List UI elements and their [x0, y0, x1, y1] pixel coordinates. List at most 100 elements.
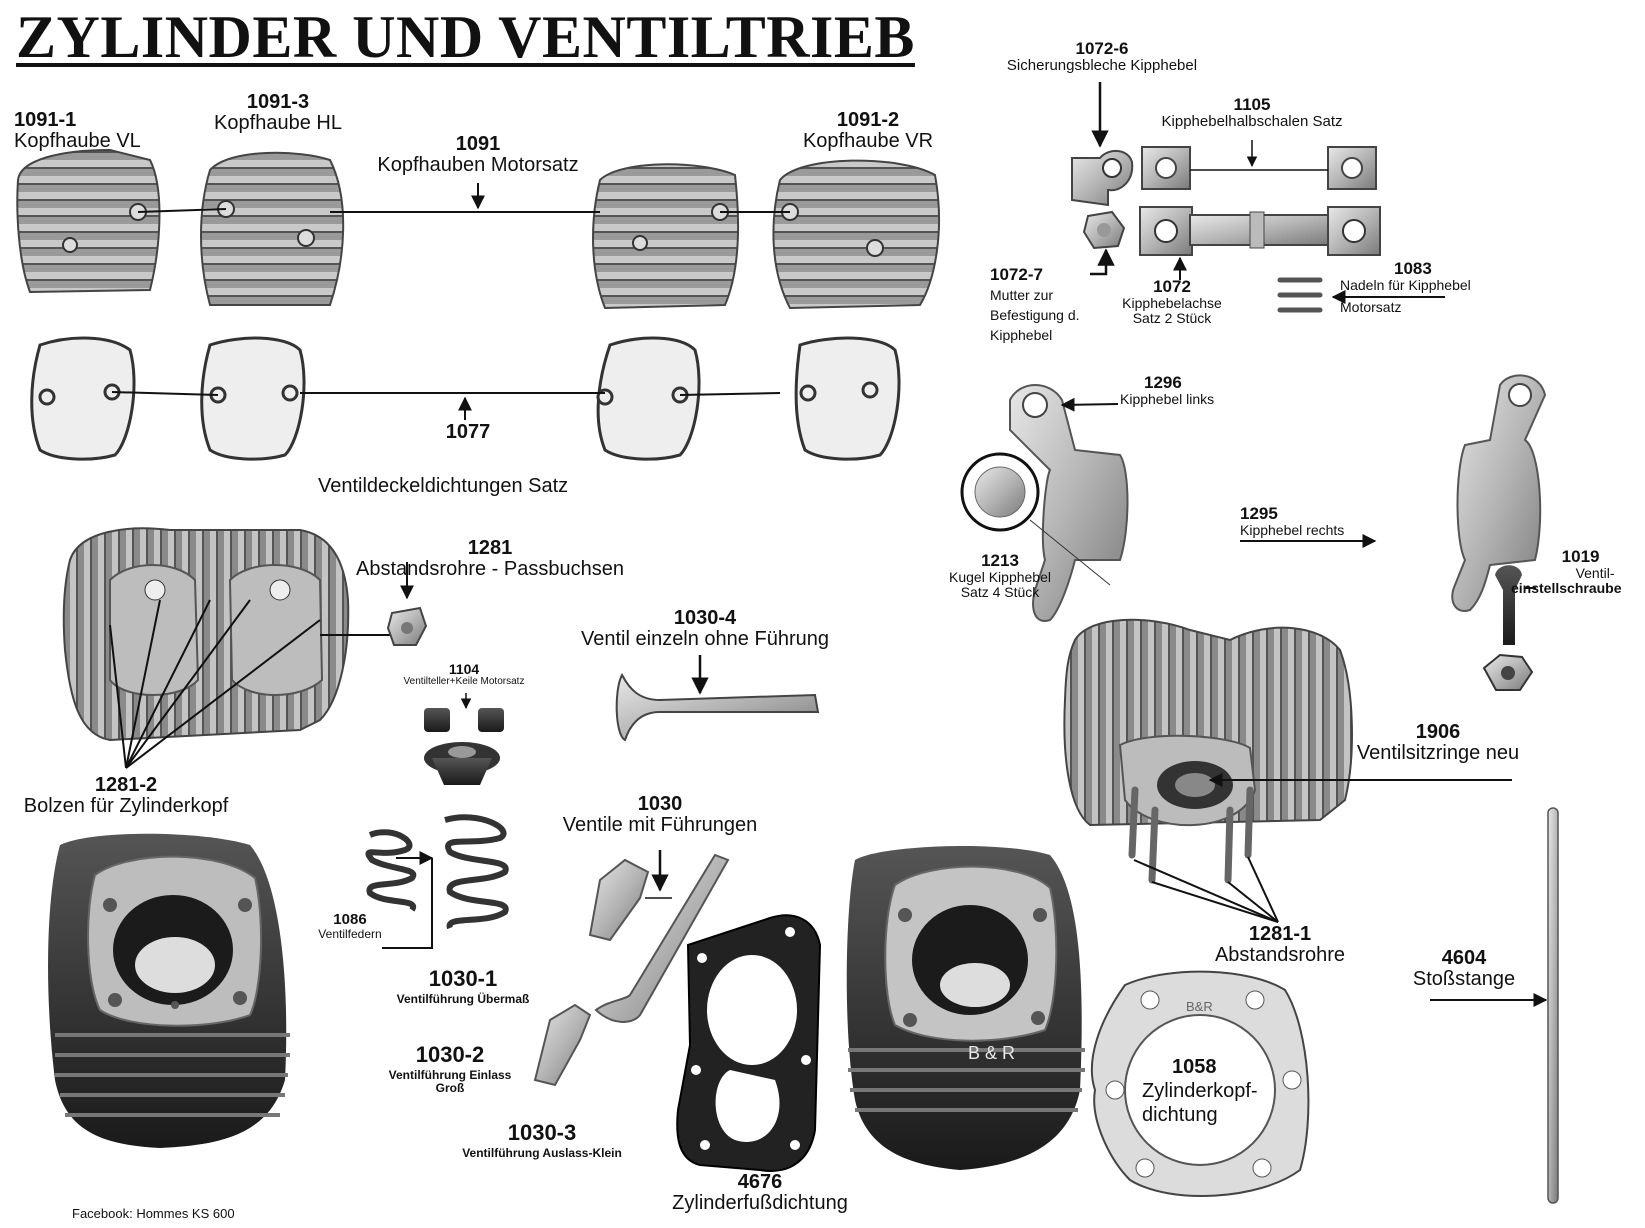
label-1083: 1083 Nadeln für Kipphebel Motorsatz — [1340, 260, 1471, 314]
part-name-line: Ventilführung Einlass — [388, 1068, 512, 1083]
label-1091-2: 1091-2 Kopfhaube VR — [803, 110, 933, 152]
rocker-shaft — [1139, 206, 1381, 256]
part-number: 4676 — [737, 1171, 783, 1193]
page-title: ZYLINDER UND VENTILTRIEB — [16, 4, 915, 70]
part-name: Kipphebelhalbschalen Satz — [1161, 112, 1343, 130]
valve-cover-gaskets — [30, 336, 901, 461]
part-number: 1058 — [1172, 1056, 1217, 1078]
part-name: Kopfhauben Motorsatz — [377, 154, 579, 176]
part-number: 1083 — [1394, 259, 1432, 278]
part-name: Ventilsitzringe neu — [1356, 742, 1520, 764]
rocker-arm-right — [1451, 374, 1547, 612]
part-number: 1906 — [1415, 721, 1461, 743]
part-name: Ventilfedern — [318, 926, 382, 941]
valve-cover-hl — [200, 151, 345, 306]
valve-retainers — [424, 708, 504, 785]
dowel-sleeve — [386, 606, 428, 646]
cylinder-base-gasket — [676, 914, 822, 1172]
part-name: Stoßstange — [1412, 968, 1516, 990]
label-1295: 1295 Kipphebel rechts — [1240, 505, 1344, 538]
part-name-line: dichtung — [1142, 1104, 1218, 1126]
label-1072-7: 1072-7 Mutter zur Befestigung d. Kippheb… — [990, 265, 1080, 346]
cylinder-right — [846, 845, 1085, 1170]
part-name: Ventile mit Führungen — [562, 814, 758, 836]
part-number: 1077 — [445, 421, 491, 443]
part-number: 1086 — [333, 911, 367, 928]
part-name-line: Kipphebel — [990, 327, 1053, 344]
part-number: 1091-3 — [246, 91, 310, 113]
valve-cover-hr — [592, 163, 739, 310]
part-name-line: Motorsatz — [1340, 298, 1402, 315]
part-number: 1295 — [1240, 504, 1278, 523]
facebook-credit: Facebook: Hommes KS 600 — [72, 1206, 235, 1221]
label-1030-2: 1030-2 Ventilführung Einlass Groß — [389, 1043, 512, 1094]
part-number: 1213 — [981, 551, 1019, 570]
label-1213: 1213 Kugel Kipphebel Satz 4 Stück — [949, 552, 1051, 599]
label-4676: 4676 Zylinderfußdichtung — [672, 1172, 848, 1214]
part-number: 1019 — [1561, 547, 1600, 566]
part-name-line: Kugel Kipphebel — [949, 568, 1051, 585]
part-name: Abstandsrohre — [1214, 944, 1346, 966]
part-number: 1072 — [1153, 277, 1191, 296]
part-name: Zylinderfußdichtung — [672, 1192, 848, 1214]
label-1072-6: 1072-6 Sicherungsbleche Kipphebel — [1007, 40, 1197, 74]
part-number: 4604 — [1441, 947, 1487, 969]
push-rod — [1547, 807, 1559, 1204]
cylinder-stamp: B & R — [968, 1043, 1016, 1063]
adjusting-screw — [1482, 565, 1534, 691]
part-number: 1091-2 — [836, 109, 900, 131]
part-name: Bolzen für Zylinderkopf — [23, 795, 229, 817]
label-4604: 4604 Stoßstange — [1413, 948, 1515, 990]
cylinder-head-right — [1063, 618, 1353, 884]
cylinder-head-left — [62, 527, 350, 742]
valve-with-guide — [594, 853, 730, 1023]
rocker-nut — [1082, 210, 1126, 250]
label-1281: 1281 Abstandsrohre - Passbuchsen — [356, 538, 624, 580]
label-1104: 1104 Ventilteller+Keile Motorsatz — [404, 662, 525, 687]
part-number: 1281-2 — [94, 774, 158, 796]
part-name-line: Satz 4 Stück — [960, 583, 1040, 600]
part-name-line: Ventil- — [1575, 564, 1615, 581]
cylinder-head-gasket — [1090, 970, 1310, 1198]
part-name-line: Groß — [435, 1080, 465, 1095]
part-number: 1030-2 — [415, 1042, 485, 1067]
label-1077-name: Ventildeckeldichtungen Satz — [318, 475, 569, 497]
label-1058: 1058 Zylinderkopf- dichtung — [1142, 1055, 1258, 1127]
part-name: Kipphebel links — [1120, 390, 1215, 407]
part-number: 1296 — [1144, 373, 1182, 392]
label-1091-3: 1091-3 Kopfhaube HL — [214, 92, 342, 134]
part-name-line: Satz 2 Stück — [1132, 309, 1212, 326]
label-1030-3: 1030-3 Ventilführung Auslass-Klein — [462, 1121, 622, 1160]
part-name-line: Kipphebelachse — [1122, 294, 1222, 311]
part-name: Ventilführung Übermaß — [396, 992, 530, 1007]
part-number: 1030-1 — [428, 966, 498, 991]
label-1105: 1105 Kipphebelhalbschalen Satz — [1162, 96, 1343, 130]
rocker-ball — [960, 452, 1111, 586]
part-number: 1091-1 — [14, 109, 77, 131]
valve-cover-vl — [16, 148, 161, 294]
valve-guide-large — [588, 858, 650, 942]
part-number: 1281-1 — [1248, 923, 1312, 945]
part-name: Kipphebel rechts — [1240, 521, 1345, 538]
part-number: 1104 — [448, 661, 480, 677]
part-name: Kopfhaube VL — [14, 130, 141, 152]
part-name: Kopfhaube VR — [802, 130, 934, 152]
part-name-line: Mutter zur — [990, 286, 1054, 303]
label-1072: 1072 Kipphebelachse Satz 2 Stück — [1122, 278, 1222, 325]
part-name: Sicherungsbleche Kipphebel — [1006, 56, 1198, 74]
part-number: 1072-6 — [1075, 39, 1129, 58]
part-number: 1030-4 — [673, 607, 737, 629]
valve-springs — [365, 814, 509, 930]
part-number: 1030 — [637, 793, 683, 815]
valve-single — [615, 672, 820, 742]
rocker-lock-plate — [1071, 150, 1134, 207]
part-name: Ventilteller+Keile Motorsatz — [403, 675, 525, 687]
part-number: 1030-3 — [507, 1120, 577, 1145]
label-1281-1: 1281-1 Abstandsrohre — [1215, 924, 1345, 966]
label-1077-number: 1077 — [446, 422, 491, 443]
part-number: 1091 — [455, 133, 501, 155]
label-1091-1: 1091-1 Kopfhaube VL — [14, 110, 141, 152]
part-name: Ventilführung Auslass-Klein — [462, 1146, 622, 1161]
part-name: Kopfhaube HL — [214, 112, 342, 134]
